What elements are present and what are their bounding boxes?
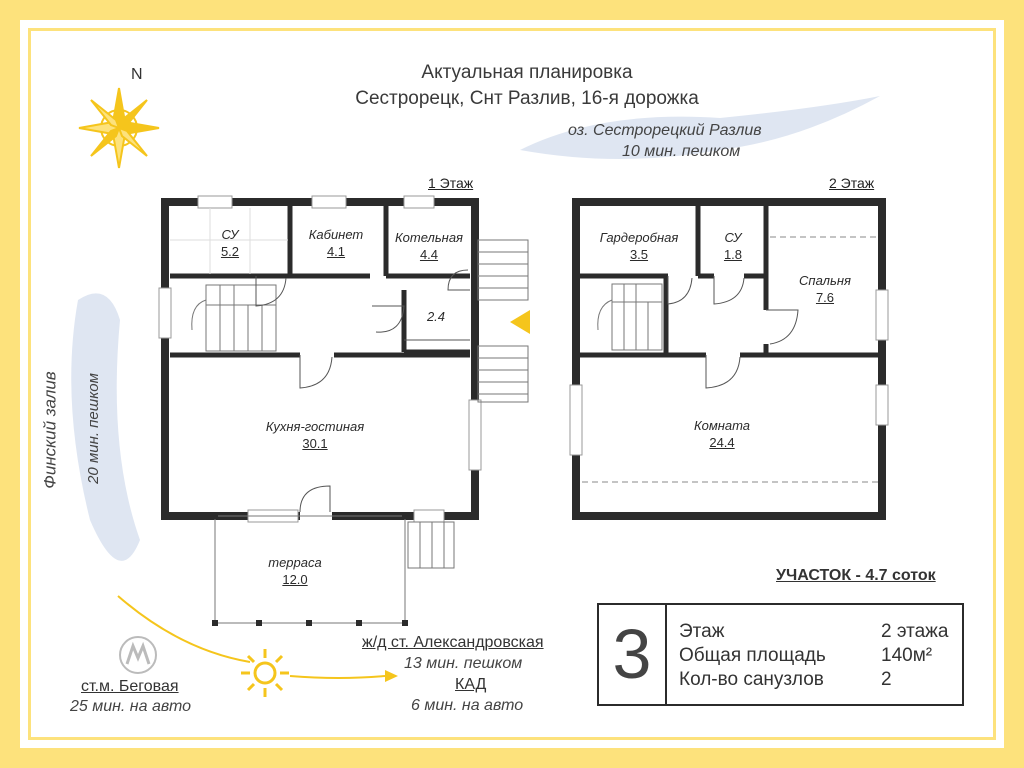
gulf-wave [71,293,140,561]
floor2-label: 2 Этаж [829,175,875,191]
info-big-number: 3 [612,615,652,693]
room-name: СУ [221,227,239,242]
info-row-label: Кол-во санузлов [679,669,824,690]
info-row-label: Общая площадь [679,645,826,666]
plot-label: УЧАСТОК - 4.7 соток [776,567,936,584]
room-area: 2.4 [426,309,446,324]
room-area: 3.5 [629,247,649,262]
room-area: 30.1 [302,436,328,451]
room-name: СУ [724,230,742,245]
room-area: 5.2 [220,244,240,259]
sun-path [117,595,251,663]
info-row-label: Этаж [679,621,725,642]
paper [20,20,1004,748]
room-area: 7.6 [815,290,835,305]
floor1-label: 1 Этаж [428,175,474,191]
room-name: терраса [268,555,322,570]
inner-frame [28,28,996,740]
room-office: Кабинет 4.1 [298,226,374,260]
room-area: 1.8 [723,247,743,262]
room-name: Комната [693,418,751,433]
room-boiler: Котельная 4.4 [388,229,470,263]
lake-wave [520,96,880,159]
room-name: Кухня-гостиная [265,419,365,434]
kad-time: 6 мин. на авто [411,697,524,714]
rail-station: ж/д ст. Александровская [362,634,544,651]
metro-station: ст.м. Беговая [81,678,179,695]
info-row-value: 2 этажа [881,621,949,642]
kad-label: КАД [455,676,487,693]
room-bedroom: Спальня 7.6 [780,272,870,306]
info-box: 3 Этаж 2 этажа Общая площадь 140м² Кол-в… [597,603,964,706]
room-area: 4.1 [326,244,346,259]
metro-icon [119,636,157,674]
room-kitchen-living: Кухня-гостиная 30.1 [240,418,390,452]
compass-north-label: N [131,66,143,83]
info-row-value: 140м² [881,645,933,666]
lake-name: оз. Сестрорецкий Разлив [568,122,762,139]
room-terrace: терраса 12.0 [250,554,340,588]
room-bathroom-1: СУ 5.2 [205,226,255,260]
room-hall: 2.4 [414,308,458,325]
info-separator [665,605,667,704]
floor2-plan [569,198,889,520]
sun-path-arrow [385,670,398,682]
lake-time: 10 мин. пешком [622,143,741,160]
room-bathroom-2: СУ 1.8 [708,229,758,263]
sun-icon [241,649,289,697]
sun-path-2 [289,675,386,679]
room-area: 4.4 [419,247,439,262]
floor1-plan [158,195,530,626]
room-name: Спальня [799,273,851,288]
room-area: 24.4 [709,435,735,450]
page-subtitle: Сестрорецк, Снт Разлив, 16-я дорожка [355,88,699,109]
page-title: Актуальная планировка [421,62,633,83]
room-wardrobe: Гардеробная 3.5 [584,229,694,263]
rail-time: 13 мин. пешком [404,655,523,672]
info-row-value: 2 [881,669,892,690]
room-name: Котельная [394,230,463,245]
metro-time: 25 мин. на авто [70,698,192,715]
room-main: Комната 24.4 [672,417,772,451]
room-area: 12.0 [282,572,308,587]
room-name: Гардеробная [599,230,679,245]
compass-icon [78,87,160,169]
room-name: Кабинет [308,227,364,242]
